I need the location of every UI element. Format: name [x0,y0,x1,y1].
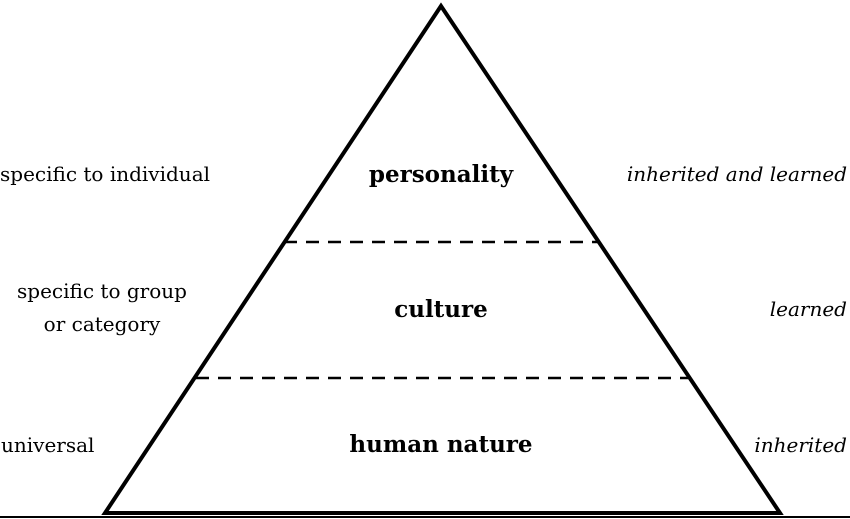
right-label-personality: inherited and learned [627,162,847,186]
left-label-human-nature: universal [1,433,94,457]
left-label-culture-line-2: or category [44,312,161,336]
left-label-personality: specific to individual [0,162,210,186]
right-label-human-nature: inherited [754,433,847,457]
left-label-culture-line-1: specific to group [17,279,187,303]
layer-label-human-nature: human nature [349,431,532,458]
right-label-culture: learned [770,297,847,321]
layer-label-culture: culture [394,296,488,323]
pyramid-outline [101,2,784,515]
layer-label-personality: personality [369,161,514,188]
